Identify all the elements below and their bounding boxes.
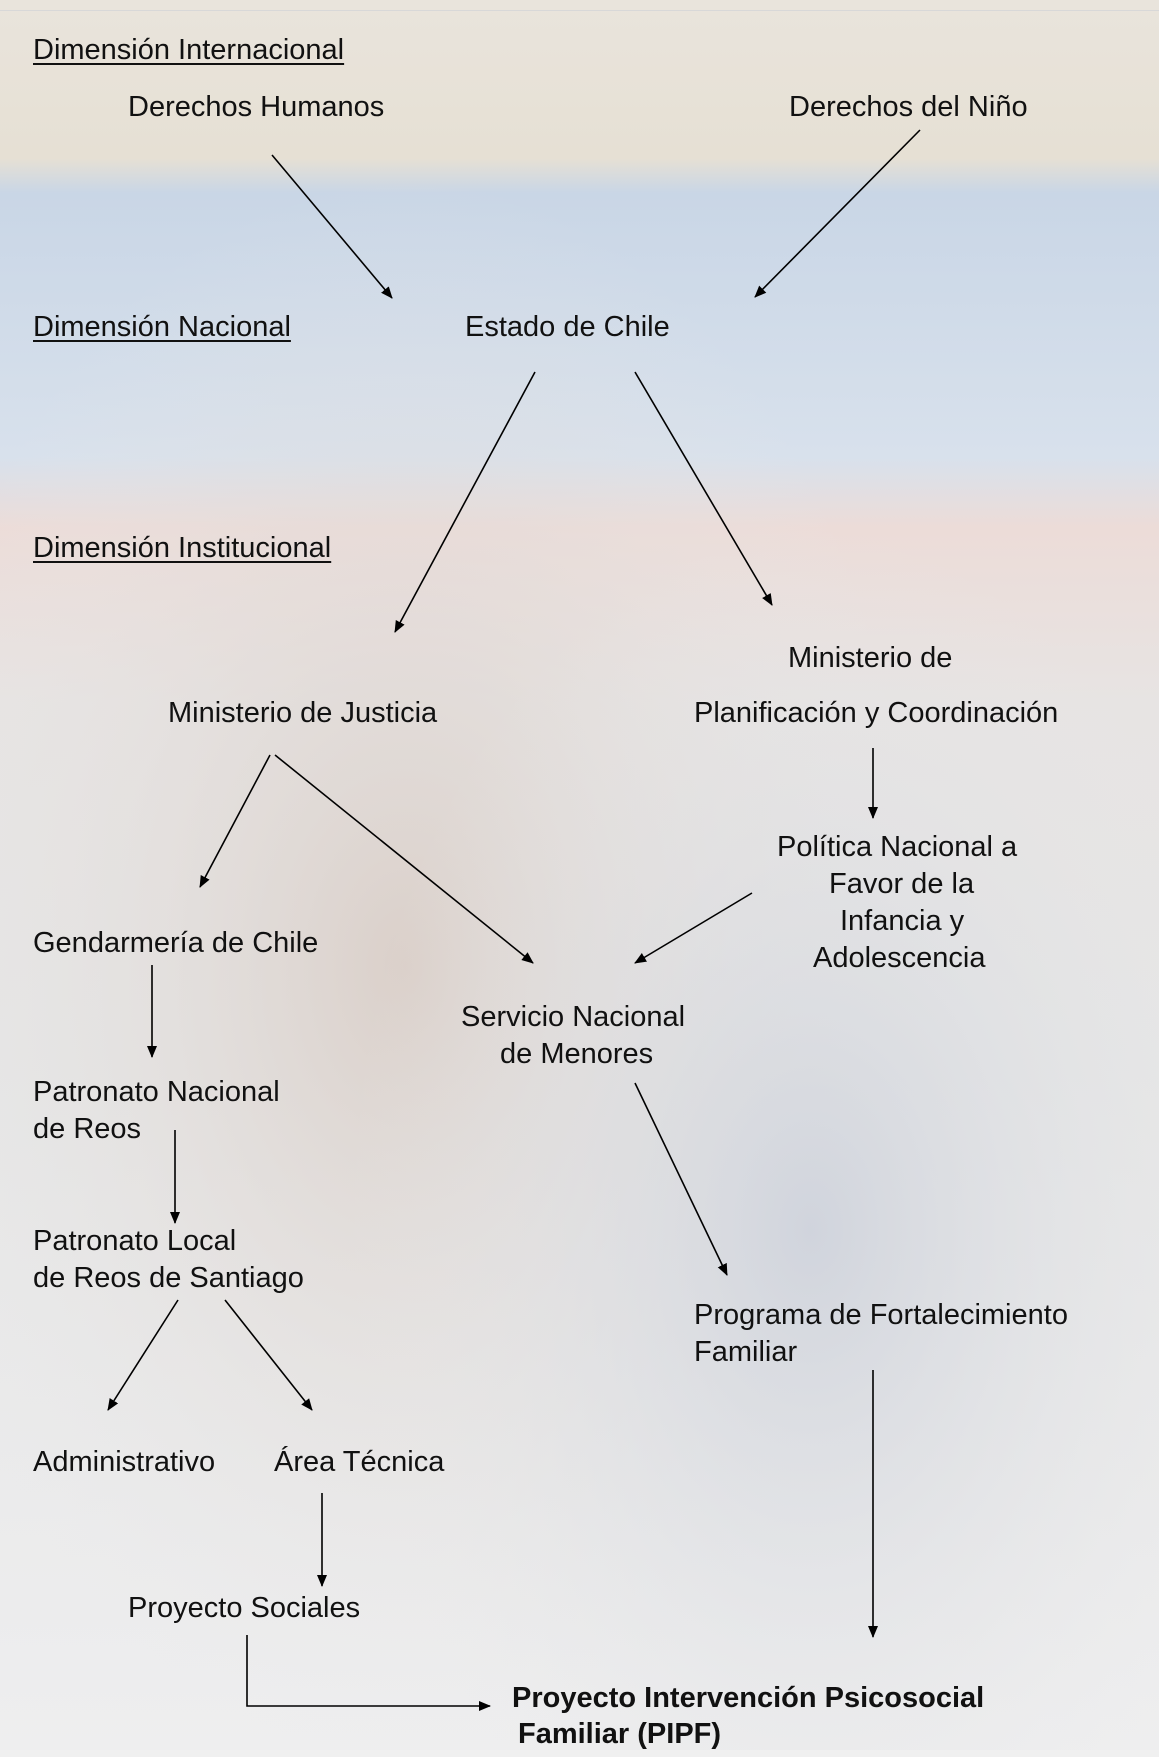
node-patronato-nacional-line1: Patronato Nacional xyxy=(33,1076,280,1108)
node-ministerio-justicia: Ministerio de Justicia xyxy=(168,697,438,729)
dimension-internacional-label: Dimensión Internacional xyxy=(33,34,345,66)
node-programa-line2: Familiar xyxy=(694,1336,798,1368)
arrow-dn-estado xyxy=(754,129,921,298)
node-area-tecnica: Área Técnica xyxy=(274,1446,445,1478)
node-ministerio-plan-line1: Ministerio de xyxy=(788,642,953,674)
node-patronato-local-line1: Patronato Local xyxy=(33,1225,237,1257)
arrow-proyecto-pipf xyxy=(246,1635,491,1711)
node-gendarmeria: Gendarmería de Chile xyxy=(33,927,319,959)
arrow-dh-estado xyxy=(271,154,393,299)
arrow-politica-sename xyxy=(634,892,753,964)
node-administrativo: Administrativo xyxy=(33,1446,216,1478)
node-politica-line3: Infancia y xyxy=(840,905,965,937)
arrow-estado-ministerio xyxy=(634,371,773,606)
arrow-loc-administrativo xyxy=(107,1299,179,1411)
arrow-loc-area xyxy=(224,1299,313,1411)
node-sename-line1: Servicio Nacional xyxy=(461,1001,686,1033)
dimension-nacional-label: Dimensión Nacional xyxy=(33,311,291,343)
node-estado-chile: Estado de Chile xyxy=(465,311,670,343)
dimension-institucional-label: Dimensión Institucional xyxy=(33,532,332,564)
node-derechos-nino: Derechos del Niño xyxy=(789,91,1028,123)
node-sename-line2: de Menores xyxy=(500,1038,654,1070)
node-pipf-line1: Proyecto Intervención Psicosocial xyxy=(512,1682,985,1714)
arrow-justicia-sename xyxy=(274,754,534,964)
node-ministerio-plan-line2: Planificación y Coordinación xyxy=(694,697,1059,729)
node-patronato-local-line2: de Reos de Santiago xyxy=(33,1262,304,1294)
arrow-estado-justicia xyxy=(394,371,536,633)
node-politica-line4: Adolescencia xyxy=(813,942,986,974)
arrow-justicia-gendarmeria xyxy=(199,754,271,888)
node-programa-line1: Programa de Fortalecimiento xyxy=(694,1299,1068,1331)
node-proyecto-sociales: Proyecto Sociales xyxy=(128,1592,361,1624)
node-politica-line1: Política Nacional a xyxy=(777,831,1018,863)
node-politica-line2: Favor de la xyxy=(829,868,975,900)
node-patronato-nacional-line2: de Reos xyxy=(33,1113,142,1145)
arrow-sename-programa xyxy=(634,1082,728,1276)
node-pipf-line2: Familiar (PIPF) xyxy=(518,1718,722,1750)
node-derechos-humanos: Derechos Humanos xyxy=(128,91,385,123)
